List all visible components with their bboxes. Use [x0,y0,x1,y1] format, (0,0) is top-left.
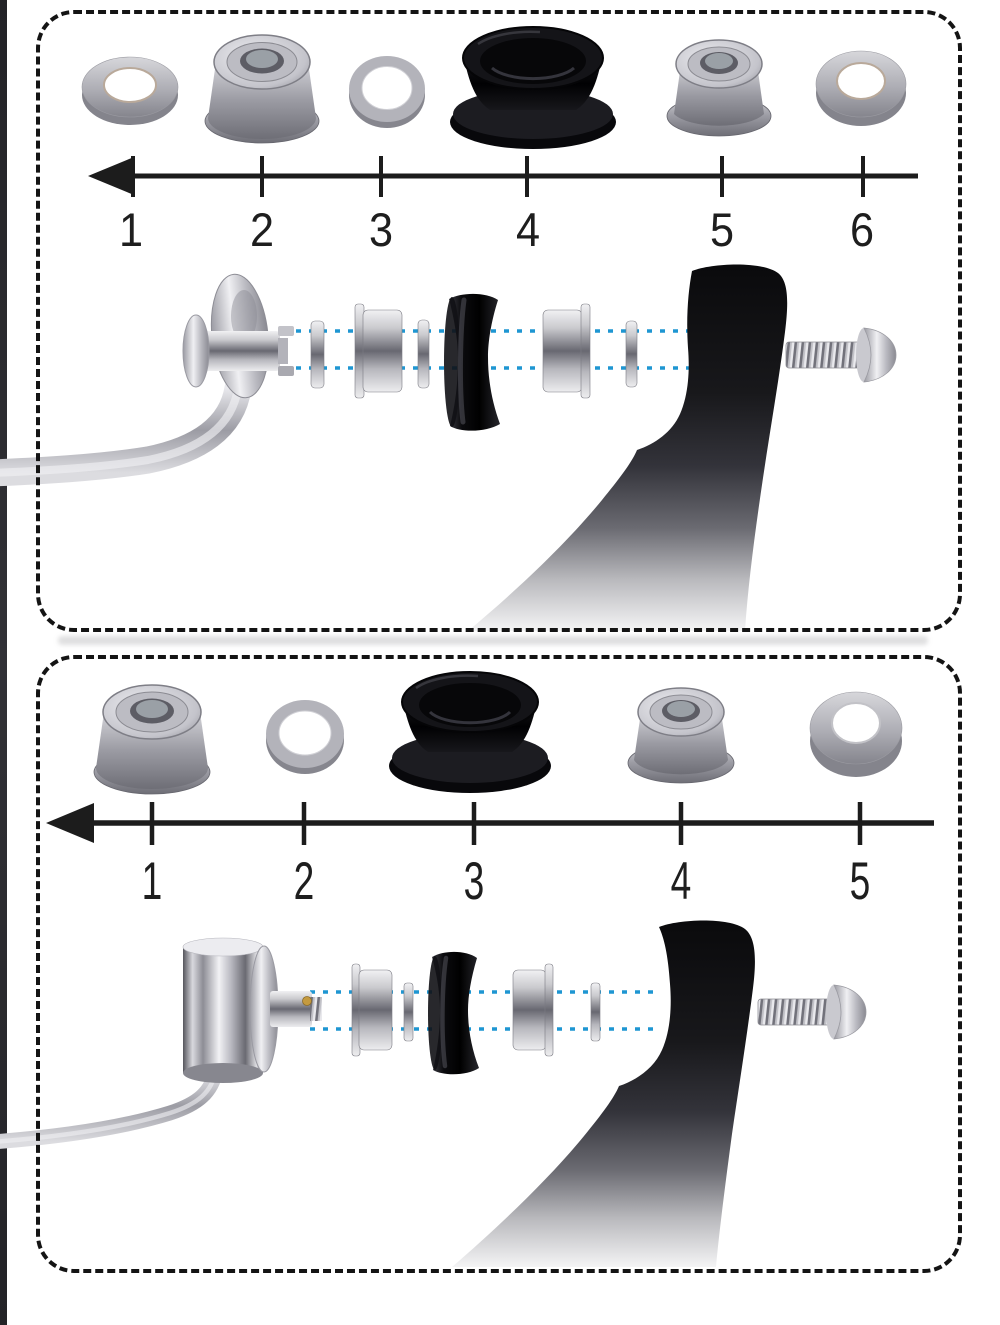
bottom-knob-arm-body [452,920,755,1267]
flat-washer-icon [809,691,903,777]
scale-label: 4 [515,203,541,256]
scale-label: 4 [670,852,692,911]
scan-artifact [58,636,928,645]
black-knob-icon [389,671,551,793]
bottom-scale-arrow [46,802,934,845]
flanged-bearing-side [512,963,554,1057]
top-scale-arrow [88,156,918,197]
flanged-bearing-side [351,963,393,1057]
bottom-chrome-crank-drum [0,937,322,1149]
bottom-exploded-stack [351,951,601,1075]
flanged-bearing-side [354,303,403,399]
scale-label: 3 [368,203,394,256]
shim-washer-side [417,319,430,389]
flanged-bearing-icon [666,39,772,137]
top-parts-row [81,26,907,149]
shim-washer-icon [349,56,425,128]
scale-label: 6 [849,203,875,256]
scale-label: 2 [293,852,315,911]
flat-washer-icon [815,50,907,126]
bottom-parts-row [93,671,903,795]
shim-washer-side [403,982,414,1042]
flat-washer-icon [81,56,179,125]
flanged-bearing-icon [204,34,320,144]
scale-label: 2 [249,203,275,256]
top-screw-icon [785,327,897,383]
photo-edge-strip [0,0,7,1325]
black-knob-side [444,293,500,431]
shim-washer-icon [266,700,344,774]
bottom-screw-icon [757,984,867,1040]
top-exploded-stack [310,293,638,431]
black-knob-side [428,951,479,1075]
shim-washer-side [625,320,638,388]
shim-washer-side [310,320,325,389]
scale-label: 5 [849,852,871,911]
scale-label: 1 [141,852,163,911]
scale-label: 3 [463,852,485,911]
scale-label: 1 [118,203,144,256]
flanged-bearing-icon [627,687,735,784]
top-knob-arm-body [468,264,788,631]
flanged-bearing-side [542,303,591,399]
top-chrome-handle-arm [0,273,294,487]
scale-label: 5 [709,203,735,256]
shim-washer-side [590,982,601,1042]
flanged-bearing-icon [93,684,211,795]
black-knob-icon [450,26,616,149]
